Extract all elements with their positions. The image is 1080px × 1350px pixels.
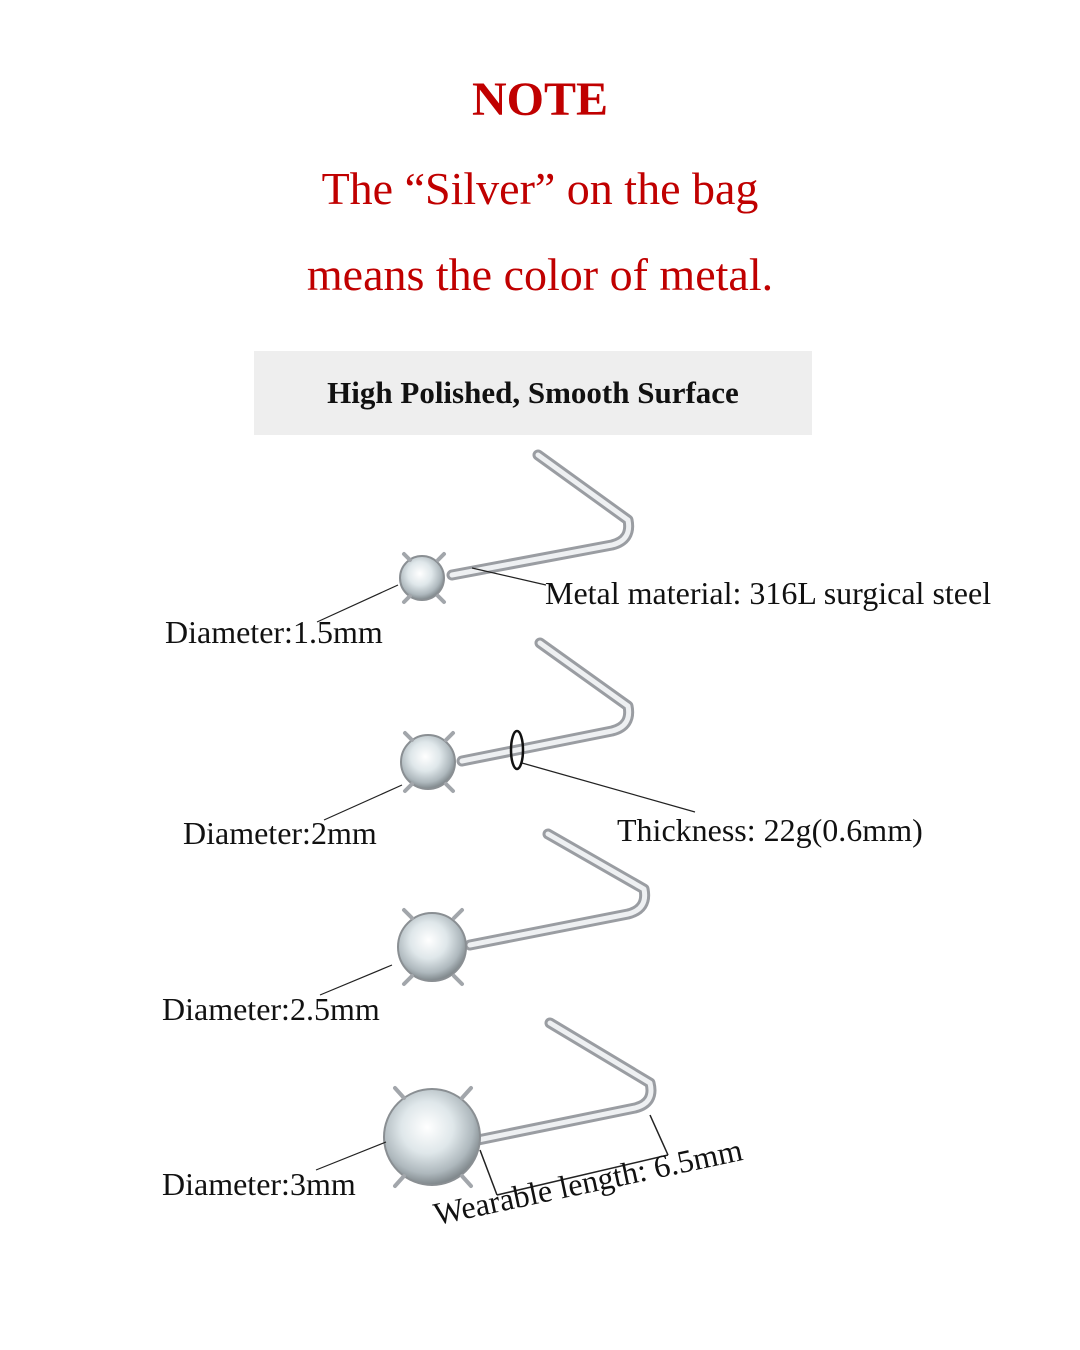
diameter-2-label: Diameter:2mm — [183, 815, 377, 851]
note-line-1: The “Silver” on the bag — [321, 163, 759, 214]
stud-3 — [397, 828, 651, 986]
diameter-2-leader — [323, 784, 403, 821]
diameter-1-leader — [316, 584, 399, 623]
thickness-leader — [521, 762, 696, 813]
stud-2 — [400, 637, 635, 793]
diameter-1-label: Diameter:1.5mm — [165, 614, 383, 650]
diameter-3-leader — [319, 964, 393, 996]
thickness-label: Thickness: 22g(0.6mm) — [617, 812, 923, 848]
material-label: Metal material: 316L surgical steel — [545, 575, 992, 611]
material-leader — [471, 567, 547, 586]
surface-banner-text: High Polished, Smooth Surface — [327, 375, 739, 410]
stud-4 — [383, 1017, 657, 1188]
diameter-4-leader — [315, 1141, 387, 1171]
stud-1 — [399, 449, 635, 604]
note-line-2: means the color of metal. — [306, 249, 774, 300]
surface-banner: High Polished, Smooth Surface — [254, 351, 812, 435]
diameter-4-label: Diameter:3mm — [162, 1166, 356, 1202]
wearable-length-dimension — [479, 1114, 669, 1196]
note-title: NOTE — [471, 73, 609, 126]
diameter-3-label: Diameter:2.5mm — [162, 991, 380, 1027]
